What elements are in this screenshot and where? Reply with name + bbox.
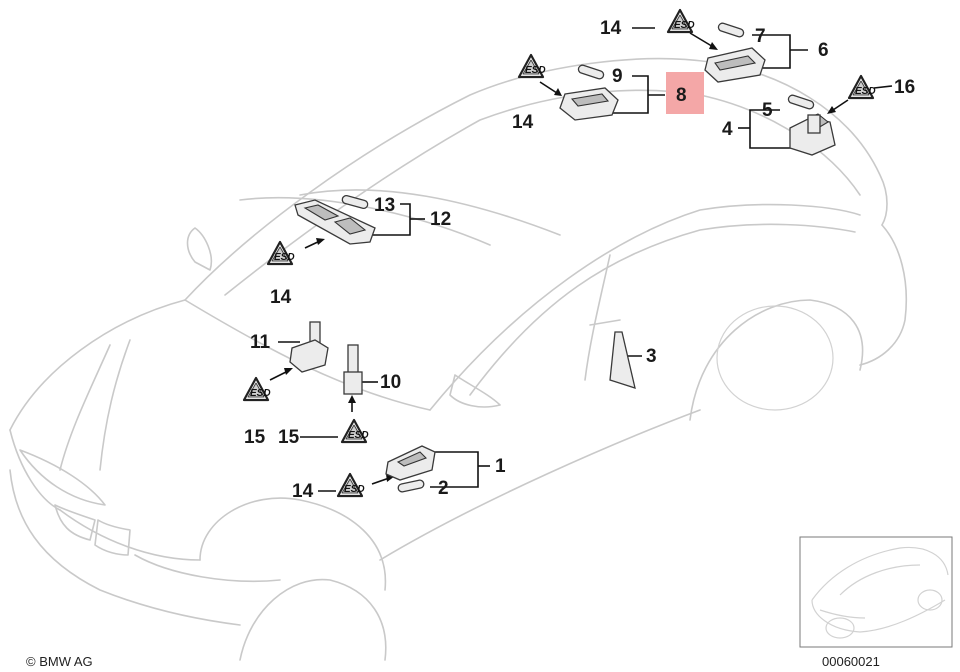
callout-8: 8 (676, 85, 687, 106)
part-9-bulb (577, 64, 605, 80)
part-2-bulb (397, 479, 425, 493)
callout-13: 13 (374, 195, 395, 216)
callout-14: 14 (292, 481, 314, 502)
callout-5: 5 (762, 100, 773, 121)
svg-text:ESD: ESD (525, 65, 546, 76)
part-5-bulb (787, 94, 815, 110)
callout-14: 14 (270, 287, 292, 308)
part-13-bulb (341, 195, 369, 209)
svg-text:ESD: ESD (855, 86, 876, 97)
warning-triangle-icon: ESD (266, 240, 295, 266)
diagram-number: 00060021 (822, 654, 880, 669)
svg-text:ESD: ESD (348, 430, 369, 441)
callout-2: 2 (438, 478, 449, 499)
warning-triangle-icon: ESD (336, 472, 365, 498)
svg-text:ESD: ESD (250, 388, 271, 399)
warning-triangle-icon: ESD (847, 74, 876, 100)
callout-15: 15 (244, 427, 266, 448)
part-1-lamp (385, 445, 436, 481)
callout-16: 16 (894, 77, 915, 98)
svg-text:ESD: ESD (674, 20, 695, 31)
callout-12: 12 (430, 209, 451, 230)
callout-8-highlight (666, 72, 704, 114)
warning-triangle-icon: ESD (242, 376, 271, 402)
callout-4: 4 (722, 119, 733, 140)
callout-9: 9 (612, 66, 623, 87)
callout-14: 14 (600, 18, 622, 39)
part-8-lamp (559, 87, 619, 121)
warning-triangle-icon: ESD (666, 8, 695, 34)
svg-text:ESD: ESD (274, 252, 295, 263)
part-3-lens (609, 331, 636, 389)
parts (289, 22, 836, 493)
callout-15: 15 (278, 427, 300, 448)
part-6-lamp (704, 47, 766, 83)
callout-7: 7 (755, 26, 766, 47)
part-12-lamp (294, 199, 376, 245)
callout-3: 3 (646, 346, 657, 367)
callout-10: 10 (380, 372, 401, 393)
warning-triangles: ESD ESD ESD ESD ESD ESD (242, 8, 876, 498)
callout-14: 14 (512, 112, 534, 133)
part-4-lamp (789, 113, 836, 156)
car-outline (9, 57, 908, 661)
callout-labels: 14 7 6 9 8 14 16 5 4 13 12 14 11 3 10 15… (244, 18, 915, 502)
inset-thumbnail (799, 536, 953, 648)
svg-text:ESD: ESD (344, 484, 365, 495)
leader-lines (269, 27, 893, 492)
callout-6: 6 (818, 40, 829, 61)
part-7-bulb (717, 22, 745, 38)
callout-11: 11 (250, 332, 271, 353)
warning-triangle-icon: ESD (517, 53, 546, 79)
part-10-switch (343, 344, 363, 395)
callout-1: 1 (495, 456, 506, 477)
part-11-switch (289, 321, 329, 373)
warning-triangle-icon: ESD (340, 418, 369, 444)
copyright-label: © BMW AG (26, 654, 93, 669)
